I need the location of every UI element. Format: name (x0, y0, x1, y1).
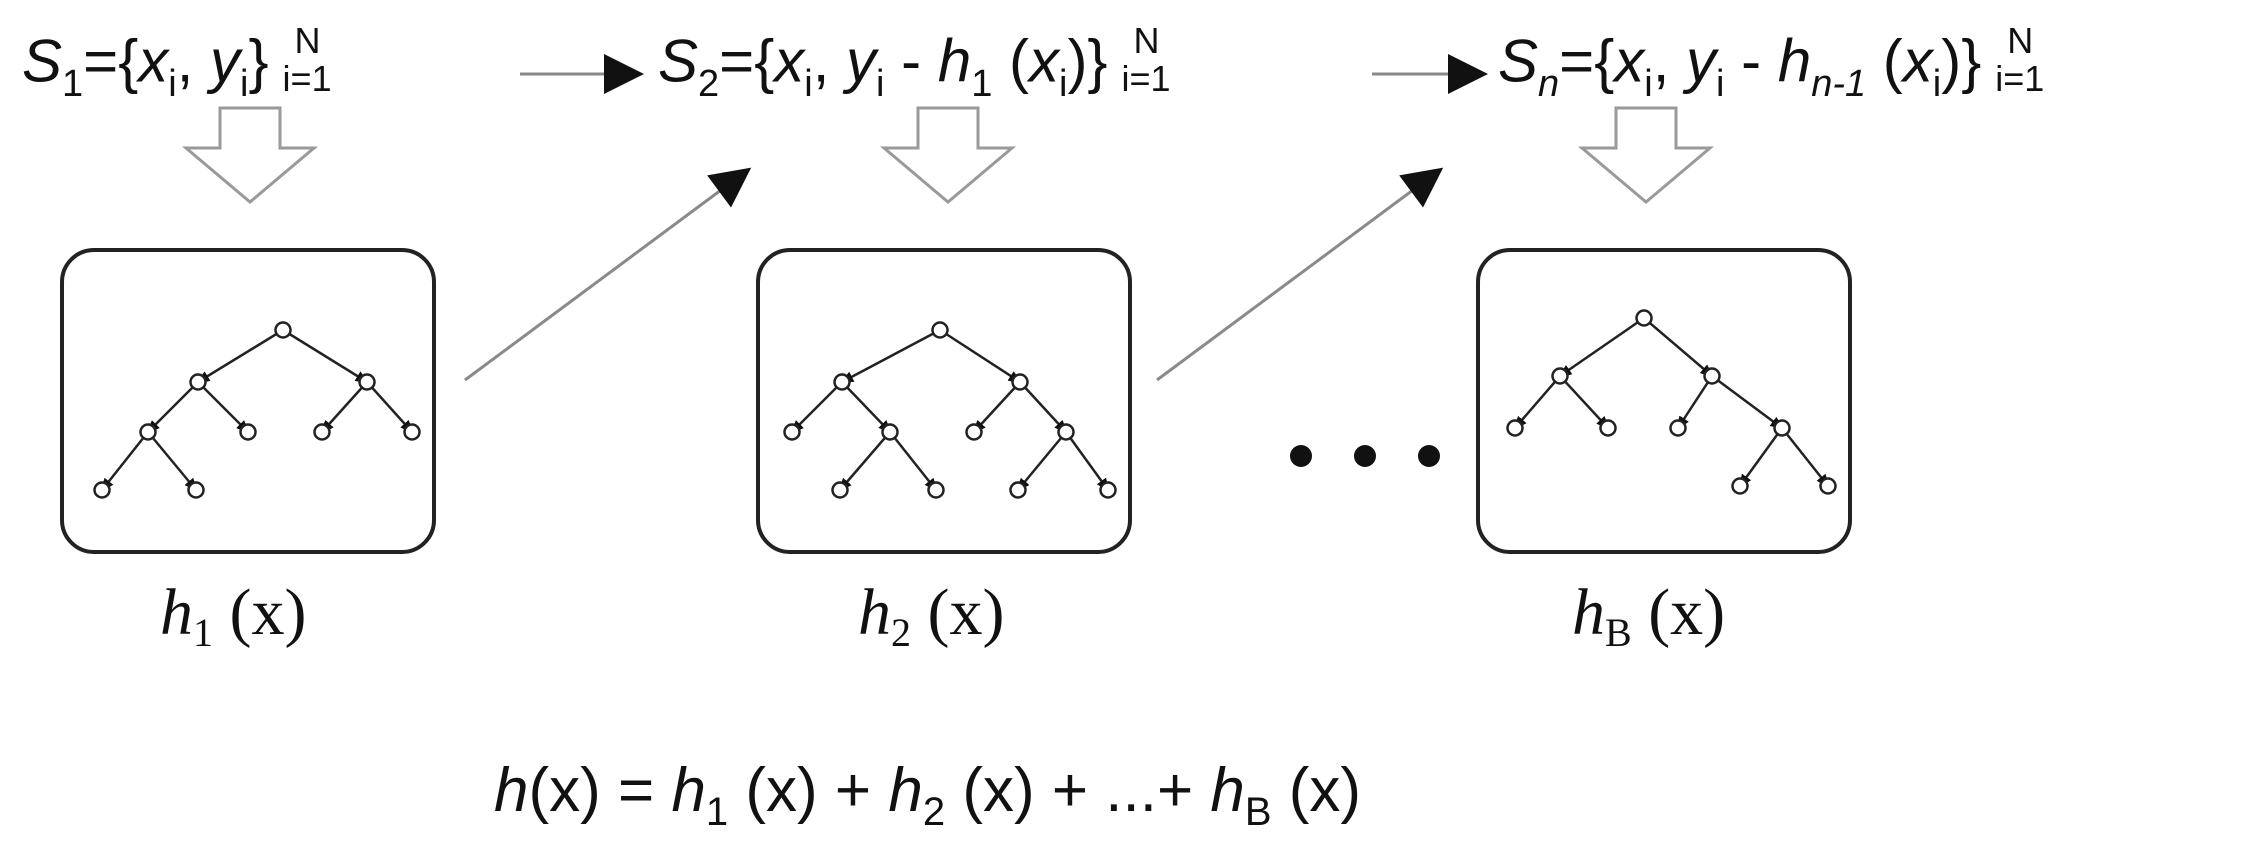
learner-label-3: hB (x) (1572, 576, 1726, 655)
learner-box-1 (60, 248, 436, 554)
hollow-arrow-2 (879, 106, 1017, 204)
hollow-arrow-1 (181, 106, 319, 204)
learner-box-2 (756, 248, 1132, 554)
ensemble-formula: h(x) = h1 (x) + h2 (x) + ...+ hB (x) (494, 756, 1362, 834)
ellipsis-dots (1290, 445, 1440, 467)
hollow-arrow-3 (1577, 106, 1715, 204)
decision-tree-2 (783, 321, 1117, 499)
arrow-h2-to-sn (1156, 167, 1444, 382)
learner-label-2: h2 (x) (858, 576, 1005, 655)
learner-label-1: h1 (x) (160, 576, 307, 655)
decision-tree-1 (93, 321, 421, 499)
learner-box-3 (1476, 248, 1852, 554)
decision-tree-3 (1506, 309, 1837, 495)
arrow-h1-to-s2 (464, 167, 752, 382)
